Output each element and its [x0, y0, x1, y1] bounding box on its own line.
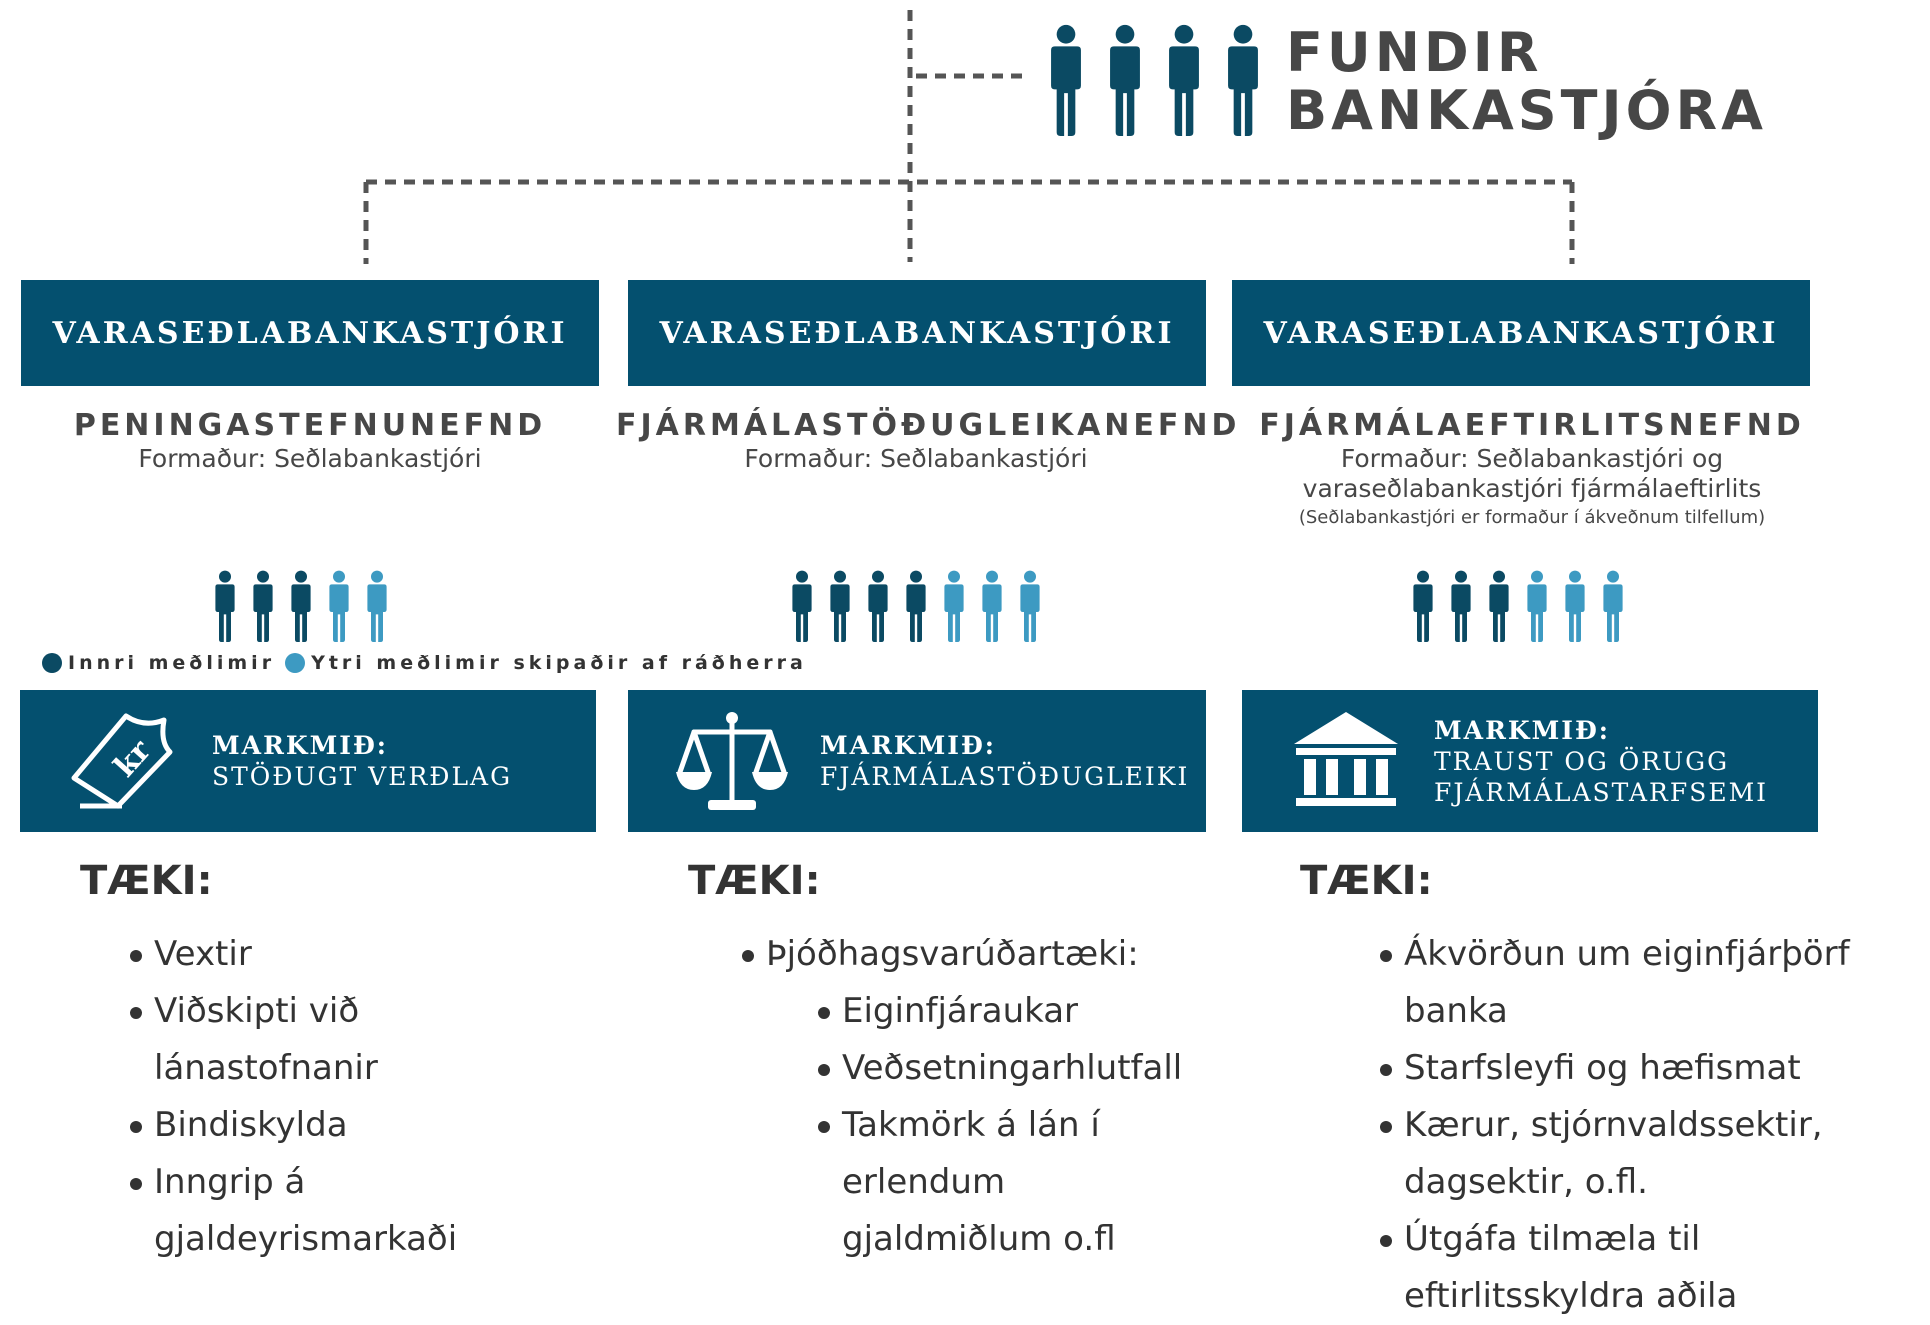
list-item: Starfsleyfi og hæfismat — [1378, 1040, 1918, 1097]
tools-list-2: Þjóðhagsvarúðartæki: Eiginfjáraukar Veðs… — [740, 926, 1230, 1268]
list-item: Þjóðhagsvarúðartæki: Eiginfjáraukar Veðs… — [740, 926, 1230, 1268]
deputy-governor-box-2: VARASEÐLABANKASTJÓRI — [628, 280, 1206, 386]
goal-line: FJÁRMÁLASTÖÐUGLEIKI — [820, 762, 1190, 791]
tools-title-1: TÆKI: — [80, 858, 213, 904]
goal-line: FJÁRMÁLASTARFSEMI — [1434, 777, 1769, 807]
goal-text-1: MARKMIÐ: STÖÐUGT VERÐLAG — [212, 730, 512, 792]
members-legend: Innri meðlimir Ytri meðlimir skipaðir af… — [42, 652, 817, 674]
legend-external-label: Ytri meðlimir skipaðir af ráðherra — [311, 652, 807, 674]
goal-text-3: MARKMIÐ: TRAUST OG ÖRUGG FJÁRMÁLASTARFSE… — [1434, 715, 1768, 808]
bank-building-icon — [1294, 712, 1398, 806]
committee-chair-note: (Seðlabankastjóri er formaður í ákveðnum… — [1298, 507, 1766, 528]
svg-text:kr: kr — [107, 733, 158, 785]
external-member-dot-icon — [285, 653, 306, 673]
committee-name: PENINGASTEFNUNEFND — [73, 408, 547, 443]
members-people-icons-2 — [792, 570, 1040, 642]
members-people-icons-1 — [215, 570, 387, 642]
deputy-governor-box-3: VARASEÐLABANKASTJÓRI — [1232, 280, 1810, 386]
goal-line: TRAUST OG ÖRUGG — [1434, 746, 1730, 776]
tools-title-2: TÆKI: — [688, 858, 821, 904]
org-connector-lines — [363, 10, 1575, 264]
page-title: FUNDIR BANKASTJÓRA — [1286, 24, 1846, 140]
list-item: Kærur, stjórnvaldssektir, dagsektir, o.f… — [1378, 1097, 1824, 1211]
committee-financial-supervision: FJÁRMÁLAEFTIRLITSNEFND Formaður: Seðlaba… — [1232, 408, 1832, 532]
goal-box-1: kr MARKMIÐ: STÖÐUGT VERÐLAG — [20, 690, 596, 832]
goal-box-3: MARKMIÐ: TRAUST OG ÖRUGG FJÁRMÁLASTARFSE… — [1242, 690, 1818, 832]
list-item: Vextir — [128, 926, 508, 983]
legend-internal-label: Innri meðlimir — [68, 652, 276, 674]
committee-name: FJÁRMÁLASTÖÐUGLEIKANEFND — [616, 408, 1241, 443]
tools-title-3: TÆKI: — [1300, 858, 1433, 904]
bank-governors-people-icon — [1051, 24, 1258, 136]
committee-chair: Formaður: Seðlabankastjóri — [744, 444, 1088, 473]
members-people-icons-3 — [1413, 570, 1623, 642]
title-line-2: BANKASTJÓRA — [1286, 79, 1767, 142]
balance-scale-icon — [676, 712, 788, 810]
tools-list-3: Ákvörðun um eiginfjárþörf banka Starfsle… — [1378, 926, 1918, 1325]
list-item: Útgáfa tilmæla til eftirlitsskyldra aðil… — [1378, 1211, 1930, 1325]
list-item: Veðsetningarhlutfall — [816, 1040, 1230, 1097]
committee-chair: Formaður: Seðlabankastjóri og varaseðlab… — [1302, 444, 1762, 503]
krona-banknote-icon: kr — [71, 713, 173, 809]
list-item: Takmörk á lán í erlendum gjaldmiðlum o.f… — [816, 1097, 1202, 1268]
list-item: Ákvörðun um eiginfjárþörf banka — [1378, 926, 1874, 1040]
title-line-1: FUNDIR — [1286, 21, 1543, 84]
committee-name: FJÁRMÁLAEFTIRLITSNEFND — [1259, 408, 1805, 443]
goal-line: STÖÐUGT VERÐLAG — [212, 762, 513, 791]
goal-label: MARKMIÐ: — [212, 731, 389, 760]
list-item: Bindiskylda — [128, 1097, 508, 1154]
committee-financial-stability: FJÁRMÁLASTÖÐUGLEIKANEFND Formaður: Seðla… — [616, 408, 1241, 474]
goal-label: MARKMIÐ: — [820, 731, 997, 760]
tools-list-1: Vextir Viðskipti við lánastofnanir Bindi… — [128, 926, 508, 1268]
goal-text-2: MARKMIÐ: FJÁRMÁLASTÖÐUGLEIKI — [820, 730, 1189, 792]
committee-chair: Formaður: Seðlabankastjóri — [138, 444, 482, 473]
goal-label: MARKMIÐ: — [1434, 715, 1611, 745]
list-item: Inngrip á gjaldeyrismarkaði — [128, 1154, 508, 1268]
deputy-governor-box-1: VARASEÐLABANKASTJÓRI — [21, 280, 599, 386]
list-item-label: Þjóðhagsvarúðartæki: — [766, 934, 1139, 974]
tools-sublist: Eiginfjáraukar Veðsetningarhlutfall Takm… — [766, 983, 1230, 1268]
committee-monetary-policy: PENINGASTEFNUNEFND Formaður: Seðlabankas… — [10, 408, 610, 474]
goal-box-2: MARKMIÐ: FJÁRMÁLASTÖÐUGLEIKI — [628, 690, 1206, 832]
internal-member-dot-icon — [42, 653, 62, 673]
list-item: Eiginfjáraukar — [816, 983, 1230, 1040]
list-item: Viðskipti við lánastofnanir — [128, 983, 508, 1097]
